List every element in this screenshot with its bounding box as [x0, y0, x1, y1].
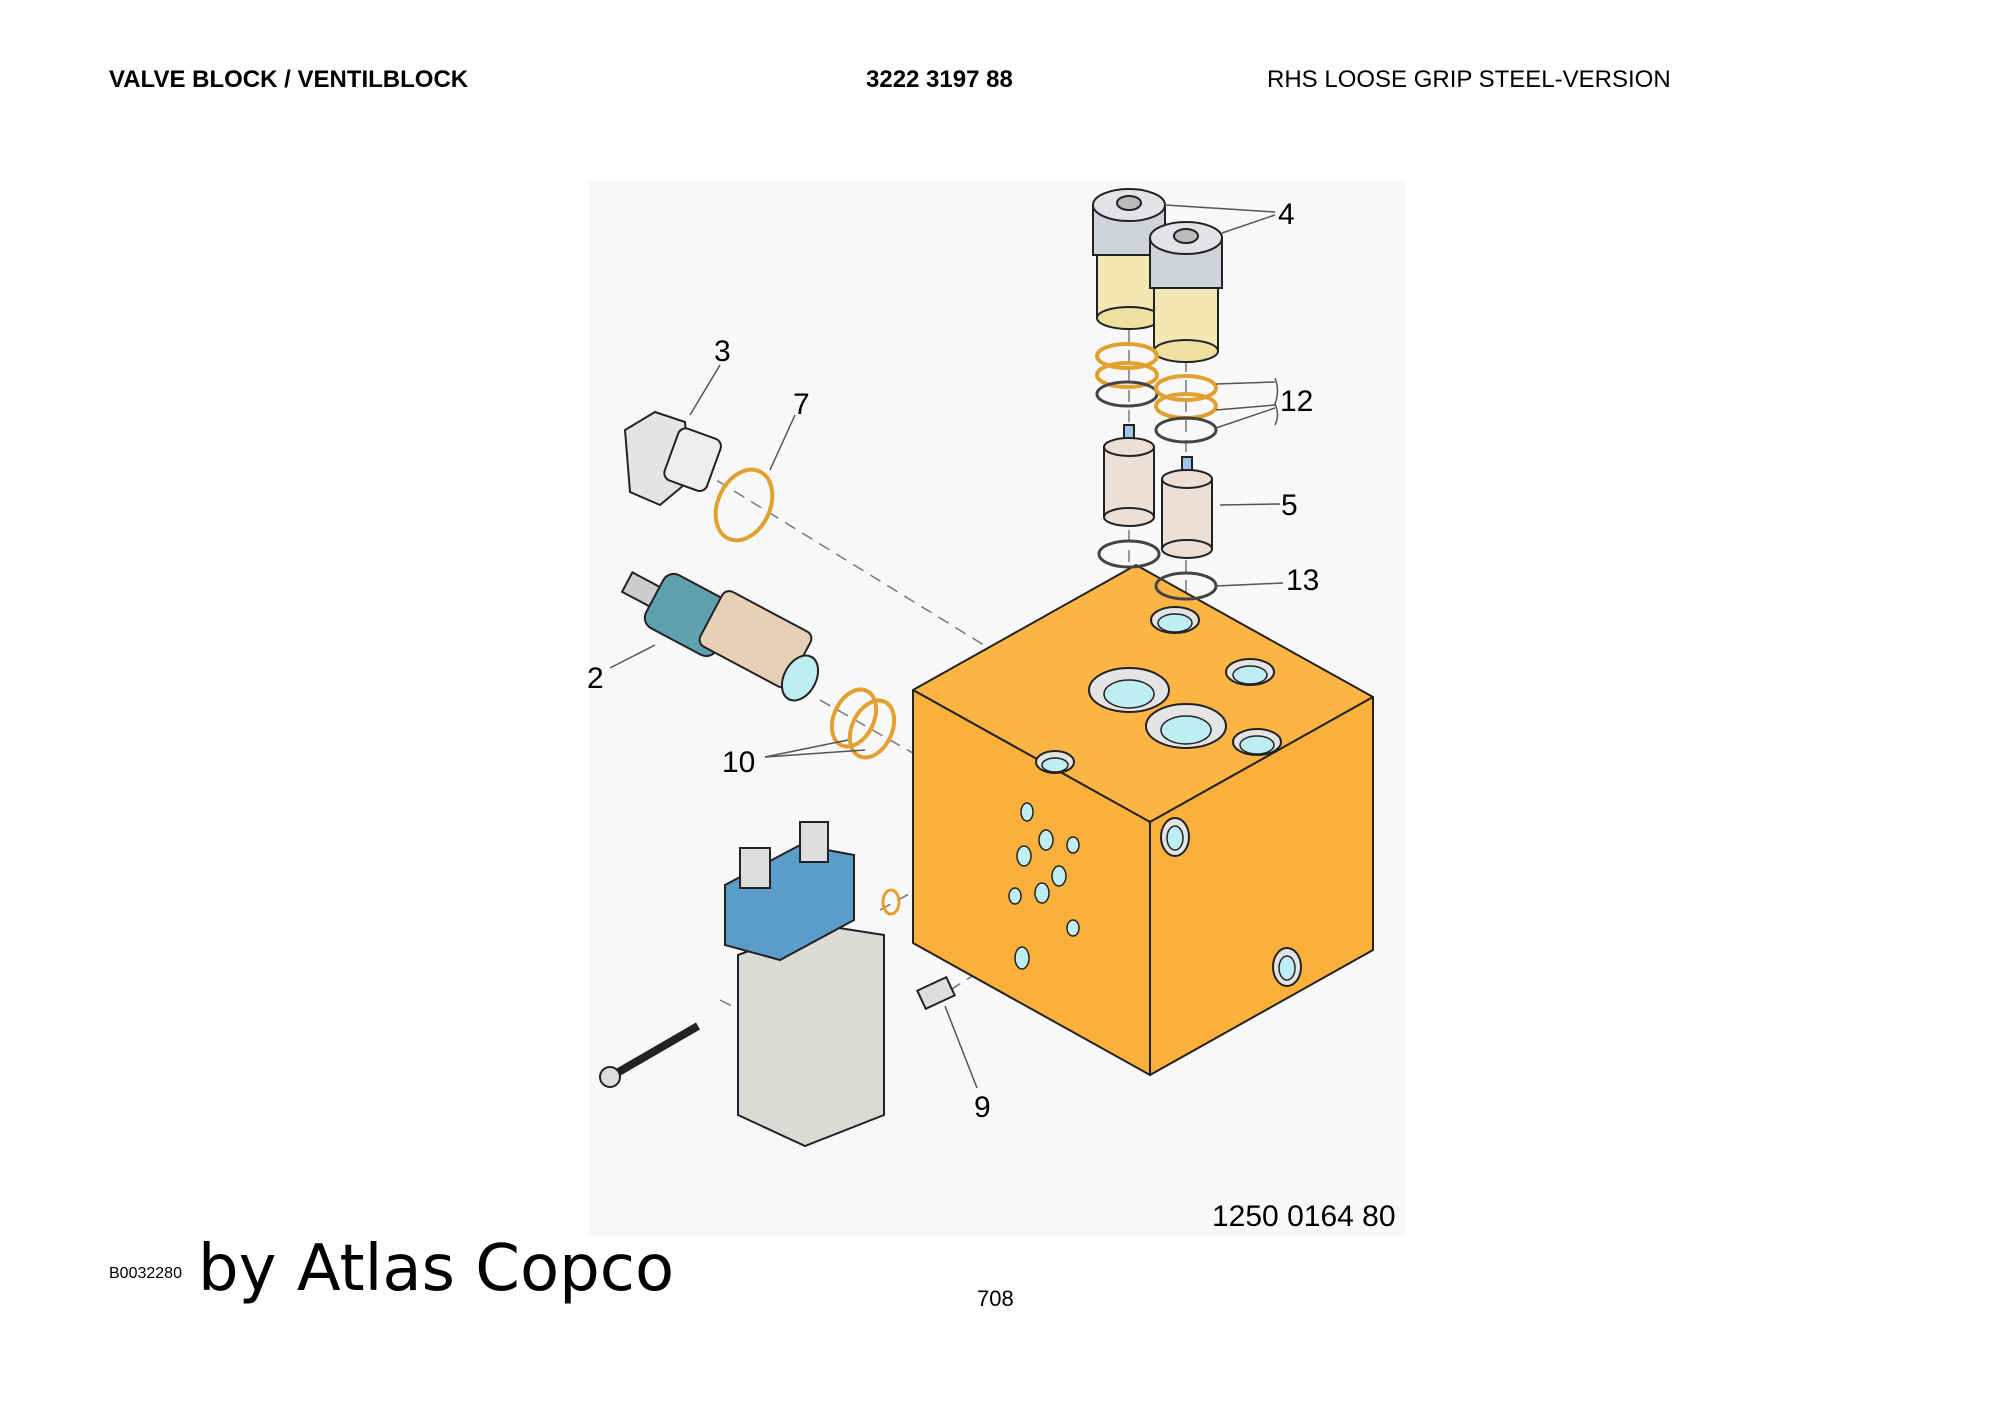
- leader-lines: [609, 204, 1284, 1089]
- bolt: [599, 1022, 701, 1088]
- drawing-number: 1250 0164 80: [1212, 1200, 1396, 1233]
- small-o-ring: [881, 888, 901, 916]
- plug-item-4: [1092, 188, 1223, 363]
- part-number: 3222 3197 88: [866, 66, 1013, 93]
- grub-screw-item-9: [915, 975, 957, 1011]
- callouts: 4 3 7 12 5 13 2 10 9: [587, 198, 1319, 1124]
- valve-item-2: [620, 571, 820, 702]
- variant-label: RHS LOOSE GRIP STEEL-VERSION: [1267, 66, 1671, 93]
- callout-7: 7: [793, 388, 810, 421]
- brand-label: by Atlas Copco: [198, 1232, 675, 1306]
- document-code: B0032280: [109, 1265, 182, 1282]
- plug-item-3: [623, 410, 722, 507]
- solenoid-valve: [724, 821, 885, 1148]
- callout-12: 12: [1280, 385, 1313, 418]
- cartridge-item-5: [1103, 424, 1213, 559]
- callout-10: 10: [722, 746, 755, 779]
- callout-3: 3: [714, 335, 731, 368]
- o-rings-item-10: [829, 687, 897, 760]
- callout-2: 2: [587, 662, 604, 695]
- valve-block: [912, 564, 1374, 1076]
- callout-9: 9: [974, 1091, 991, 1124]
- o-ring-item-7: [713, 467, 775, 543]
- callout-4: 4: [1278, 198, 1295, 231]
- page-number: 708: [977, 1286, 1014, 1311]
- page-title: VALVE BLOCK / VENTILBLOCK: [109, 66, 469, 93]
- o-rings-item-12-13: [1095, 342, 1218, 601]
- callout-5: 5: [1281, 489, 1298, 522]
- callout-13: 13: [1286, 564, 1319, 597]
